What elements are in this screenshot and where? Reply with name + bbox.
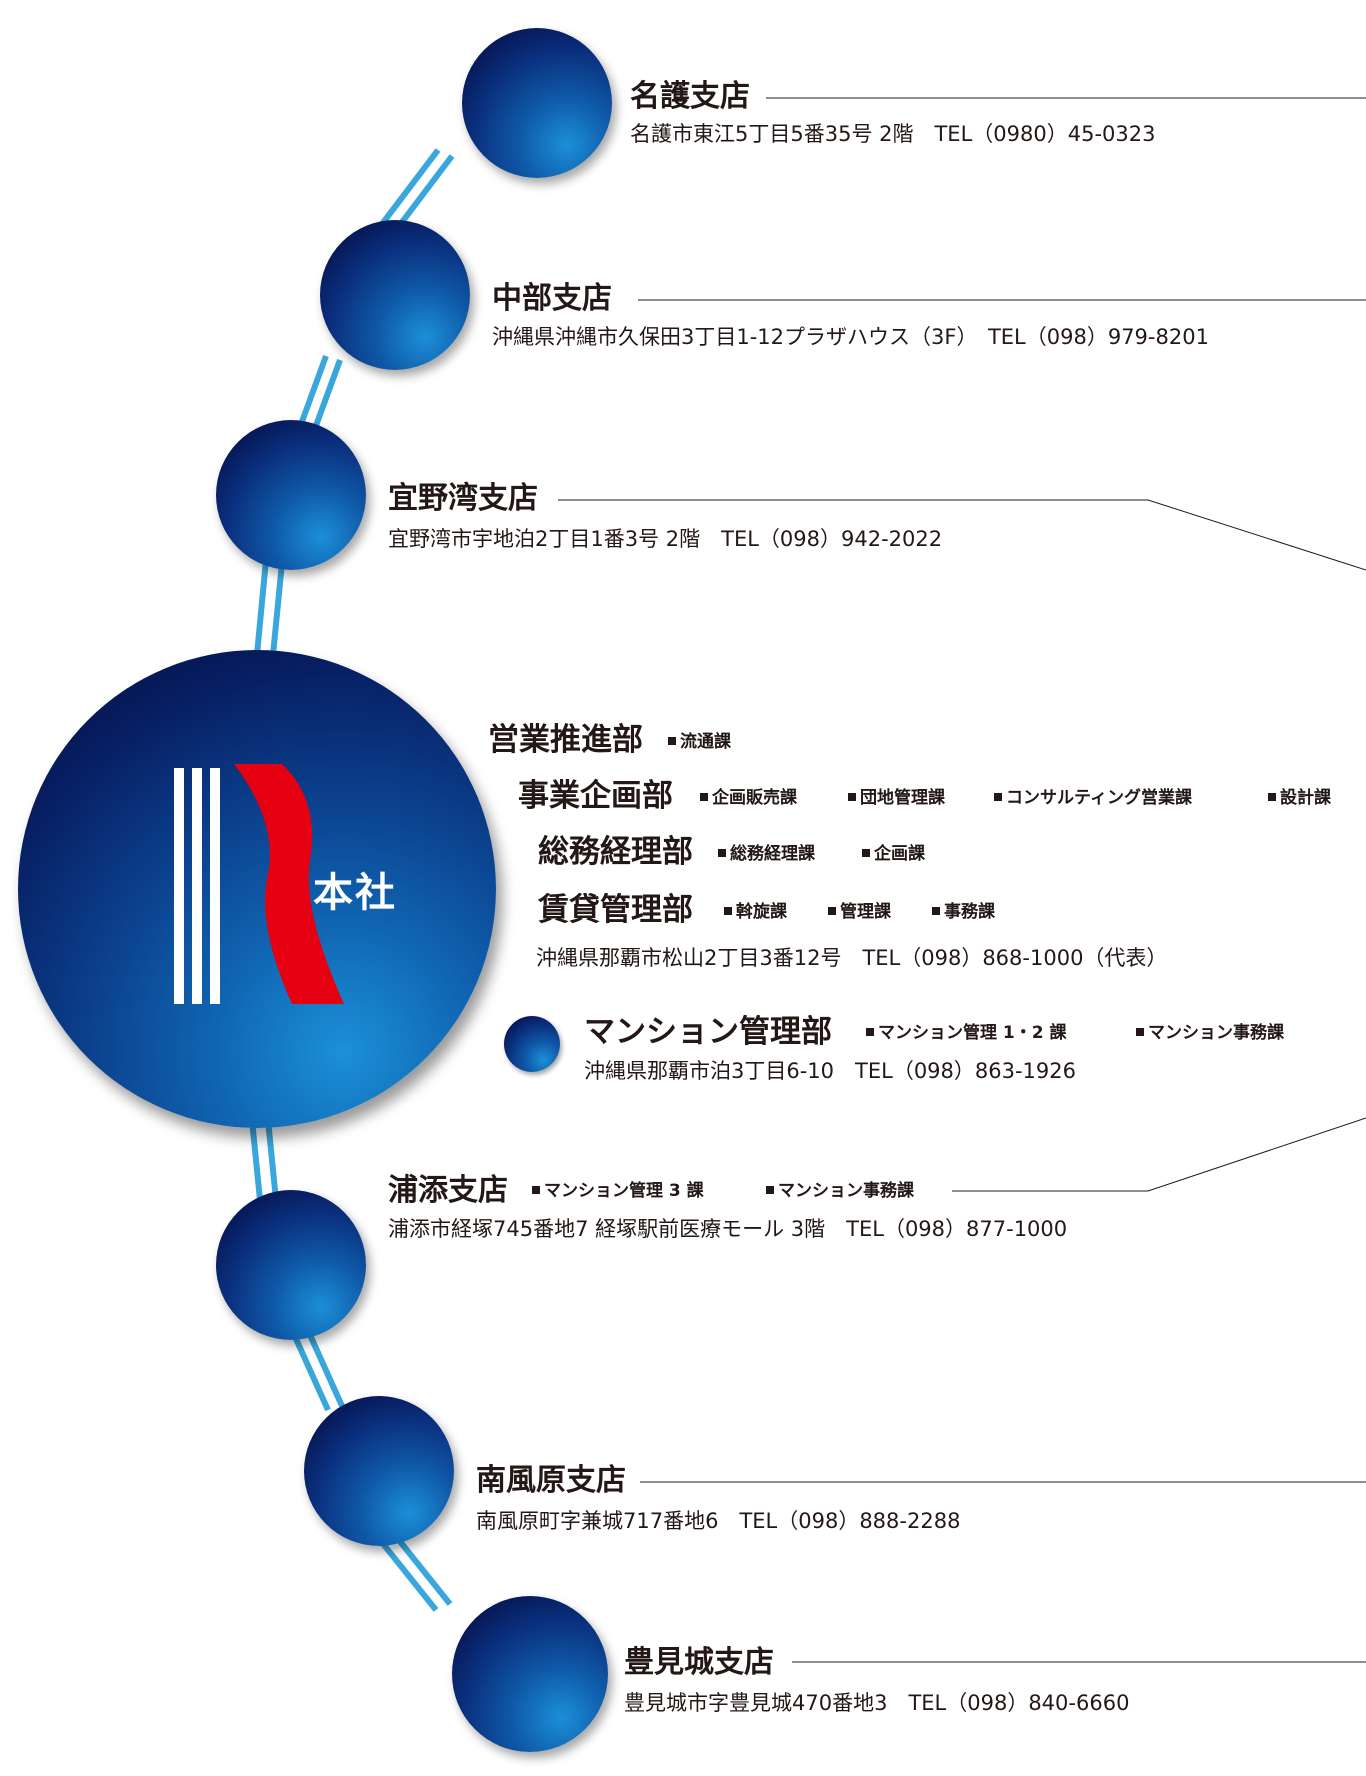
ginowan-branch-address: 宜野湾市宇地泊2丁目1番3号 2階 TEL（098）942-2022	[388, 527, 943, 551]
logo-ribbon-icon	[234, 764, 344, 1004]
urasoe-branch-node	[216, 1190, 366, 1340]
ginowan-branch-node	[216, 420, 366, 570]
dept-somu-keiri-section-1: 総務経理課	[718, 843, 815, 865]
dept-jigyo-kikaku-section-3: コンサルティング営業課	[994, 787, 1192, 809]
mansion-dept-name: マンション管理部	[584, 1014, 832, 1050]
dept-jigyo-kikaku-section-2: 団地管理課	[848, 787, 945, 809]
dept-somu-keiri: 総務経理部	[538, 834, 693, 870]
dept-jigyo-kikaku: 事業企画部	[518, 778, 673, 814]
headquarters-node	[18, 650, 496, 1128]
chubu-branch-name: 中部支店	[492, 281, 612, 316]
tomigusuku-branch-name: 豊見城支店	[624, 1645, 774, 1680]
mansion-dept-section-2: マンション事務課	[1136, 1022, 1284, 1044]
logo-bar-2	[192, 768, 202, 1004]
tomigusuku-branch-node	[452, 1596, 608, 1752]
mansion-dept-address: 沖縄県那覇市泊3丁目6-10 TEL（098）863-1926	[584, 1059, 1077, 1083]
dept-jigyo-kikaku-section-4: 設計課	[1268, 787, 1331, 809]
logo-bar-3	[210, 768, 220, 1004]
haebaru-branch-name: 南風原支店	[476, 1463, 626, 1498]
haebaru-branch-address: 南風原町字兼城717番地6 TEL（098）888-2288	[476, 1509, 961, 1533]
mansion-dept-section-1: マンション管理 1・2 課	[866, 1022, 1067, 1044]
ginowan-branch-name: 宜野湾支店	[388, 481, 538, 516]
urasoe-branch-address: 浦添市経塚745番地7 経塚駅前医療モール 3階 TEL（098）877-100…	[388, 1217, 1068, 1241]
dept-jigyo-kikaku-section-1: 企画販売課	[700, 787, 797, 809]
dept-eigyo-suishin: 営業推進部	[488, 722, 643, 758]
dept-chintai-kanri: 賃貸管理部	[538, 892, 693, 928]
urasoe-branch-name: 浦添支店	[388, 1173, 508, 1208]
dept-eigyo-suishin-section-1: 流通課	[668, 731, 731, 753]
nago-branch-node	[462, 28, 612, 178]
leader-lines	[558, 97, 1366, 1663]
mansion-dept-node	[504, 1016, 560, 1072]
headquarters-label: 本社	[313, 870, 397, 916]
chubu-branch-address: 沖縄県沖縄市久保田3丁目1-12プラザハウス（3F） TEL（098）979-8…	[492, 325, 1209, 349]
urasoe-section-2: マンション事務課	[766, 1180, 914, 1202]
nago-branch-name: 名護支店	[630, 79, 750, 114]
chubu-branch-node	[320, 220, 470, 370]
dept-chintai-kanri-section-1: 斡旋課	[724, 901, 787, 923]
urasoe-section-1: マンション管理 3 課	[532, 1180, 704, 1202]
tomigusuku-branch-address: 豊見城市字豊見城470番地3 TEL（098）840-6660	[624, 1691, 1130, 1715]
dept-chintai-kanri-section-3: 事務課	[932, 901, 995, 923]
haebaru-branch-node	[304, 1396, 454, 1546]
nago-branch-address: 名護市東江5丁目5番35号 2階 TEL（0980）45-0323	[630, 122, 1156, 146]
headquarters-address: 沖縄県那覇市松山2丁目3番12号 TEL（098）868-1000（代表）	[536, 946, 1168, 970]
logo-bar-1	[174, 768, 184, 1004]
dept-chintai-kanri-section-2: 管理課	[828, 901, 891, 923]
dept-somu-keiri-section-2: 企画課	[862, 843, 925, 865]
